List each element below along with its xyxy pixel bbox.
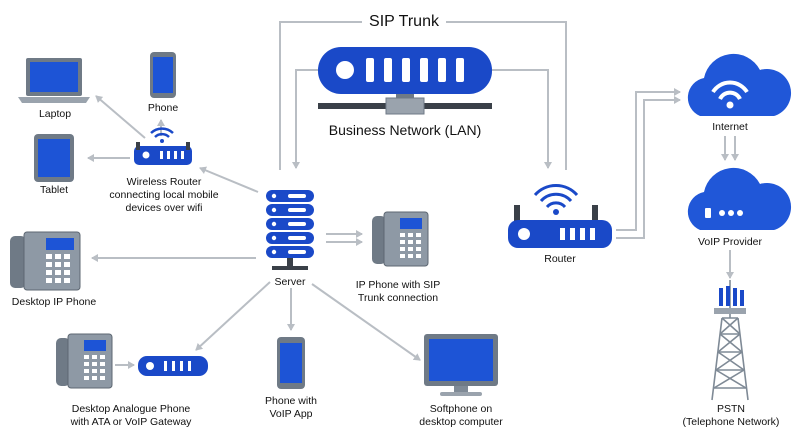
desktop-ip-phone-icon <box>10 231 81 291</box>
sip-trunk-line-right <box>446 21 567 170</box>
lan-label: Business Network (LAN) <box>328 122 482 138</box>
lan-switch-icon <box>318 47 492 115</box>
internet-cloud-icon <box>687 53 792 116</box>
pstn-label-line-2: (Telephone Network) <box>682 416 780 428</box>
desktop-ip-phone-label: Desktop IP Phone <box>11 296 97 308</box>
desktop-computer-icon <box>424 334 498 396</box>
server-to-wifi-line <box>199 166 259 193</box>
pstn-label: PSTN (Telephone Network) <box>674 403 788 429</box>
server-label: Server <box>274 276 306 288</box>
wireless-router-label-line-3: devices over wifi <box>125 202 203 214</box>
router-icon <box>508 184 612 248</box>
ip-phone-sip-label: IP Phone with SIP Trunk connection <box>344 279 452 305</box>
voip-app-phone-label-line-1: Phone with <box>265 395 317 407</box>
mobile-phone-icon <box>150 52 176 98</box>
analogue-phone-label-line-2: with ATA or VoIP Gateway <box>70 416 192 428</box>
server-to-ata-line <box>195 281 271 351</box>
router-to-internet-line-2 <box>616 96 681 239</box>
analogue-phone-icon <box>56 333 113 389</box>
wireless-router-icon <box>134 127 192 165</box>
analogue-phone-label-line-1: Desktop Analogue Phone <box>71 403 191 415</box>
server-icon <box>266 190 314 270</box>
ip-phone-sip-label-line-1: IP Phone with SIP <box>355 279 441 291</box>
ip-phone-sip-label-line-2: Trunk connection <box>357 292 439 304</box>
pstn-tower-icon <box>711 280 749 401</box>
tablet-icon <box>34 134 74 182</box>
internet-label: Internet <box>712 121 748 133</box>
analogue-phone-label: Desktop Analogue Phone with ATA or VoIP … <box>56 403 206 429</box>
connectors <box>87 21 739 369</box>
laptop-icon <box>18 58 90 103</box>
pstn-label-line-1: PSTN <box>716 403 745 415</box>
router-label: Router <box>544 253 576 265</box>
sip-trunk-label: SIP Trunk <box>369 13 439 30</box>
voip-provider-cloud-icon <box>687 167 792 230</box>
wireless-router-label-line-1: Wireless Router <box>126 176 202 188</box>
wireless-router-label: Wireless Router connecting local mobile … <box>104 176 224 215</box>
ip-phone-sip-icon <box>372 211 429 267</box>
lan-to-server-line <box>292 69 318 169</box>
voip-app-phone-label-line-2: VoIP App <box>269 408 313 420</box>
router-to-internet-line-1 <box>616 88 681 231</box>
ata-gateway-icon <box>138 356 208 376</box>
server-to-softphone-line <box>311 283 421 361</box>
softphone-label: Softphone on desktop computer <box>408 403 514 429</box>
sip-trunk-line-left <box>279 21 362 170</box>
lan-to-router-line <box>492 69 552 169</box>
tablet-label: Tablet <box>39 184 69 196</box>
wireless-router-label-line-2: connecting local mobile <box>109 189 219 201</box>
voip-app-phone-label: Phone with VoIP App <box>252 395 330 421</box>
wifi-to-laptop-line <box>95 95 146 139</box>
laptop-label: Laptop <box>38 108 72 120</box>
phone-label: Phone <box>147 102 179 114</box>
softphone-label-line-1: Softphone on <box>429 403 493 415</box>
voip-app-phone-icon <box>277 337 305 389</box>
voip-provider-label: VoIP Provider <box>697 236 762 248</box>
softphone-label-line-2: desktop computer <box>419 416 503 428</box>
